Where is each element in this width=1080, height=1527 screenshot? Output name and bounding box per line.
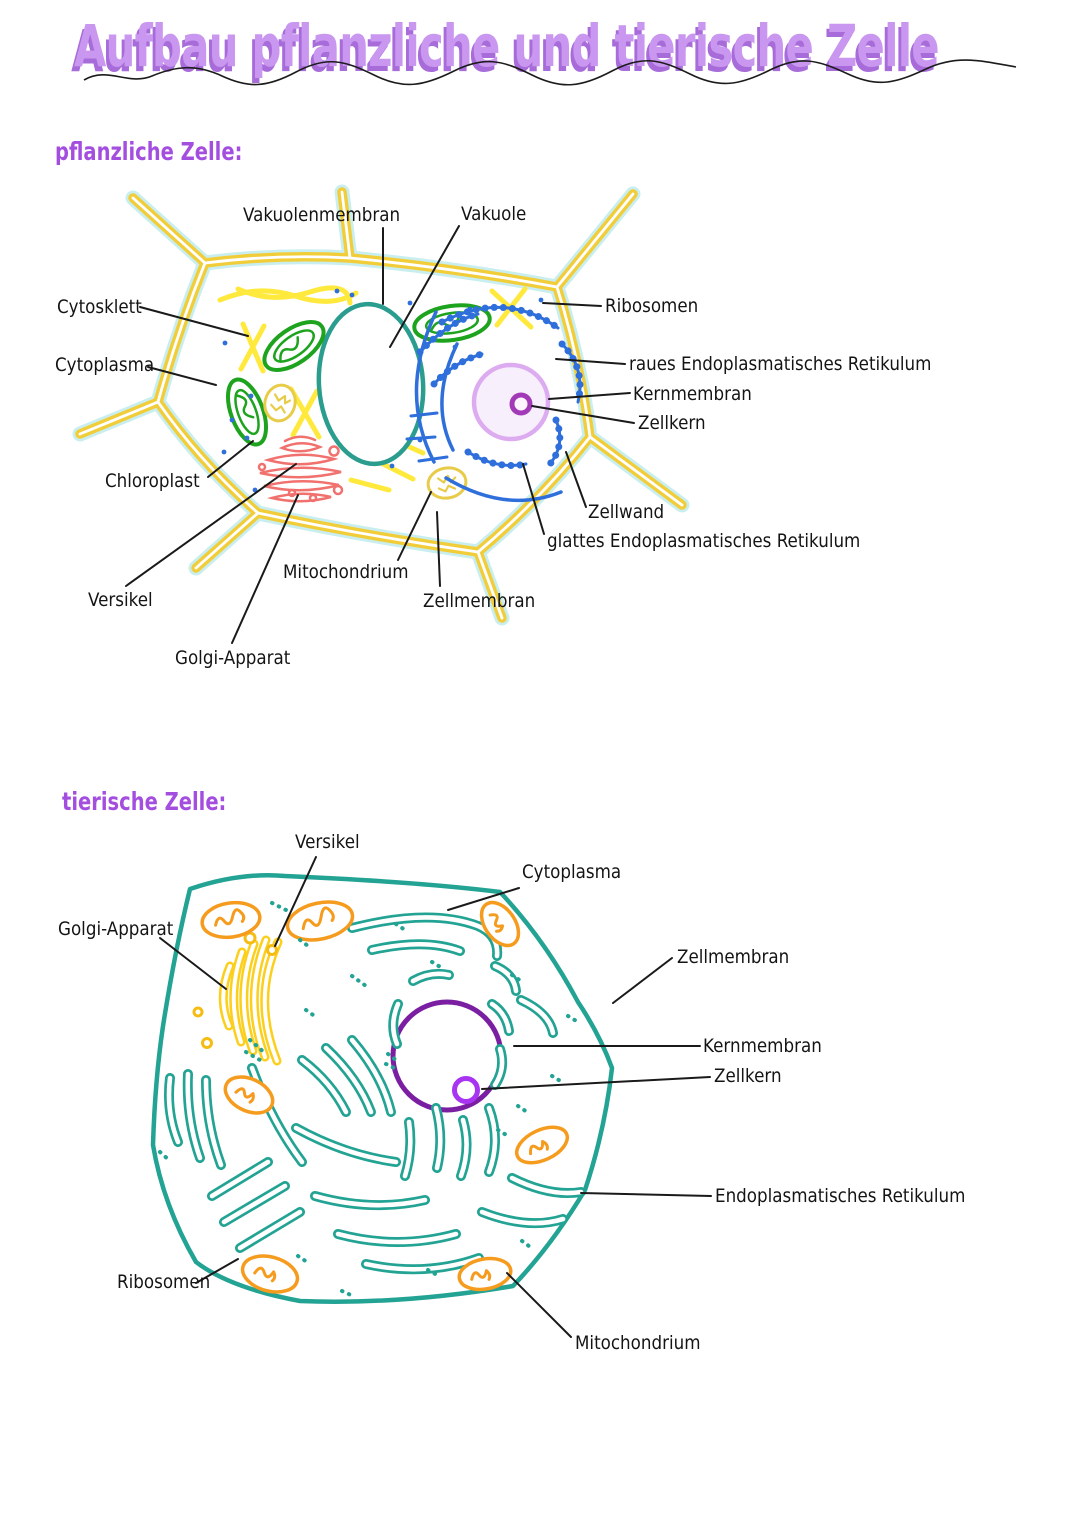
animal-label-er: Endoplasmatisches Retikulum [715, 1185, 966, 1207]
animal-label-zellkern: Zellkern [714, 1065, 782, 1087]
mitochondrion [426, 466, 468, 500]
plant-label-zellkern: Zellkern [638, 412, 706, 434]
plant-label-versikel: Versikel [88, 589, 153, 611]
vesicle [192, 1006, 204, 1018]
plant-label-raues-er: raues Endoplasmatisches Retikulum [629, 353, 932, 375]
plant-cell-diagram [72, 184, 690, 644]
animal-golgi-apparatus [192, 931, 283, 1066]
plant-vacuole [316, 301, 426, 467]
animal-ribosome-dots [158, 901, 580, 1298]
animal-cell-diagram [150, 856, 712, 1338]
plant-label-glattes-er: glattes Endoplasmatisches Retikulum [547, 530, 861, 552]
animal-label-zellmembran: Zellmembran [677, 946, 790, 968]
plant-label-ribosomen: Ribosomen [605, 295, 699, 317]
plant-golgi-apparatus [257, 435, 344, 503]
vesicle [201, 1037, 213, 1049]
animal-label-ribosomen: Ribosomen [117, 1271, 211, 1293]
animal-nucleolus [452, 1076, 480, 1104]
mitochondrion [285, 900, 355, 942]
mitochondrion [457, 1256, 513, 1292]
plant-nucleus [471, 362, 551, 442]
animal-nucleus [390, 999, 504, 1113]
mitochondrion [240, 1254, 300, 1294]
plant-label-chloroplast: Chloroplast [105, 470, 200, 492]
animal-label-mitochondrium: Mitochondrium [575, 1332, 701, 1354]
plant-nucleolus [509, 392, 533, 416]
animal-nucleus-membrane [390, 999, 504, 1113]
plant-leader-lines [125, 225, 635, 644]
plant-label-vakuolenmembran: Vakuolenmembran [243, 204, 401, 226]
mitochondrion [263, 383, 297, 423]
plant-label-golgi-apparat: Golgi-Apparat [175, 647, 291, 669]
plant-label-zellmembran: Zellmembran [423, 590, 536, 612]
plant-label-vakuole: Vakuole [461, 203, 527, 225]
plant-label-cytoplasma: Cytoplasma [55, 354, 155, 376]
plant-label-kernmembran: Kernmembran [633, 383, 752, 405]
animal-leader-lines [159, 856, 712, 1338]
plant-rough-er [416, 303, 584, 469]
plant-section-heading: pflanzliche Zelle: [55, 137, 243, 166]
animal-label-kernmembran: Kernmembran [703, 1035, 822, 1057]
animal-section-heading: tierische Zelle: [62, 787, 227, 816]
mitochondrion [223, 1075, 275, 1115]
animal-er [164, 912, 586, 1275]
mitochondrion [200, 900, 262, 940]
chloroplast [262, 320, 326, 372]
vesicle [266, 944, 278, 956]
mitochondrion [479, 900, 521, 948]
animal-label-golgi-apparat: Golgi-Apparat [58, 918, 174, 940]
plant-label-cytosklett: Cytosklett [57, 296, 142, 318]
plant-label-zellwand: Zellwand [588, 501, 665, 523]
chloroplast [225, 377, 269, 447]
animal-label-cytoplasma: Cytoplasma [522, 861, 622, 883]
animal-label-versikel: Versikel [295, 831, 360, 853]
mitochondrion [514, 1125, 570, 1165]
page-title: Aufbau pflanzliche und tierische Zelle [74, 12, 940, 80]
animal-mitochondria [200, 900, 570, 1294]
plant-ribosome-dots [221, 288, 544, 493]
plant-mitochondria [263, 383, 468, 500]
plant-label-mitochondrium: Mitochondrium [283, 561, 409, 583]
